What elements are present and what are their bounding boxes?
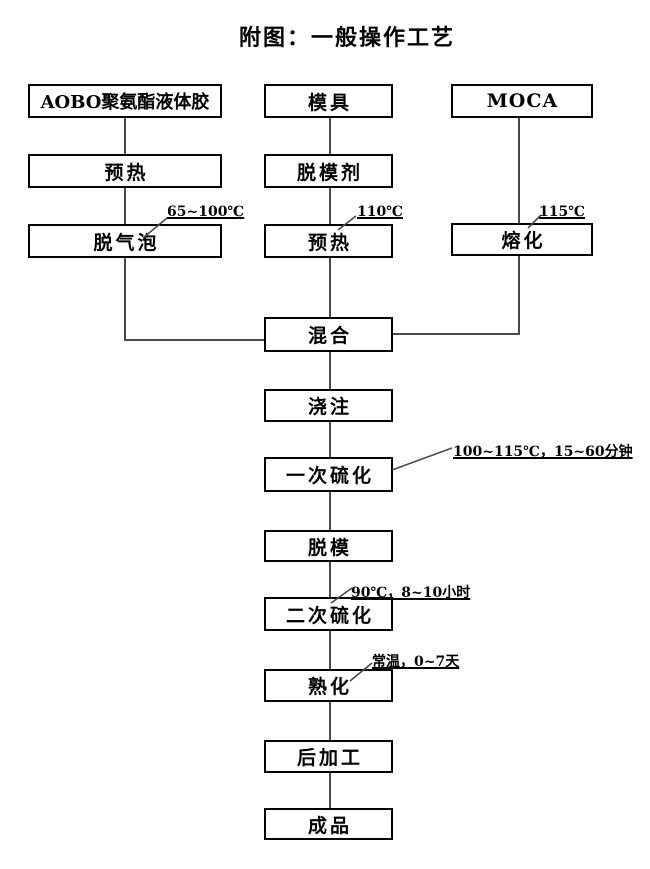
node-release-agent: 脱模剂 <box>264 154 393 188</box>
connector-line <box>124 188 126 224</box>
connector-line <box>329 492 331 530</box>
connector-line <box>329 773 331 808</box>
annotation-melt-temp: 115℃ <box>539 204 585 220</box>
annotation-cure1-condition: 100~115℃，15~60分钟 <box>453 444 633 460</box>
node-moca: MOCA <box>451 84 593 118</box>
connector-line <box>329 702 331 740</box>
callout-line-preheat2-temp <box>337 215 357 231</box>
node-degas: 脱气泡 <box>28 224 222 258</box>
node-mold: 模具 <box>264 84 393 118</box>
node-second-vulcanization: 二次硫化 <box>264 597 393 631</box>
connector-line <box>329 422 331 457</box>
annotation-cure2-condition: 90℃，8~10小时 <box>351 585 471 601</box>
connector-line <box>329 258 331 317</box>
annotation-preheat2-temp: 110℃ <box>357 204 403 220</box>
connector-line <box>518 256 520 335</box>
node-melt: 熔化 <box>451 223 593 256</box>
connector-line <box>393 333 520 335</box>
node-preheat-1: 预热 <box>28 154 222 188</box>
node-finished-product: 成品 <box>264 808 393 840</box>
callout-line-cure1-cond <box>391 447 453 471</box>
node-mix: 混合 <box>264 317 393 352</box>
node-demold: 脱模 <box>264 530 393 562</box>
page-title: 附图：一般操作工艺 <box>238 25 456 51</box>
annotation-degas-temp: 65~100℃ <box>167 204 245 220</box>
node-first-vulcanization: 一次硫化 <box>264 457 393 492</box>
node-post-process: 后加工 <box>264 740 393 773</box>
node-preheat-2: 预热 <box>264 224 393 258</box>
node-pour: 浇注 <box>264 389 393 422</box>
node-mature: 熟化 <box>264 669 393 702</box>
node-aobo-liquid-rubber: AOBO聚氨酯液体胶 <box>28 84 222 118</box>
connector-line <box>329 118 331 154</box>
connector-line <box>329 352 331 389</box>
connector-line <box>124 339 264 341</box>
annotation-mature-condition: 常温，0~7天 <box>372 654 460 670</box>
callout-line-degas-temp <box>142 217 168 239</box>
callout-line-cure2-cond <box>330 587 353 604</box>
connector-line <box>329 188 331 224</box>
callout-line-mature-cond <box>349 662 373 682</box>
connector-line <box>329 562 331 597</box>
callout-line-melt-temp <box>527 214 542 229</box>
connector-line <box>124 258 126 341</box>
connector-line <box>329 631 331 669</box>
connector-line <box>518 118 520 223</box>
connector-line <box>124 118 126 154</box>
